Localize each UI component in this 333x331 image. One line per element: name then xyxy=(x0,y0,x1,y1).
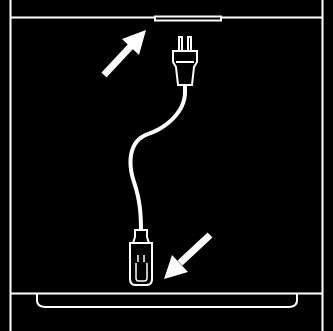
device-outline xyxy=(10,0,323,331)
power-port-slot xyxy=(155,17,221,21)
connector-icon xyxy=(130,230,152,285)
plug-icon xyxy=(173,37,197,85)
arrow-to-connector-icon xyxy=(164,235,210,279)
power-cable xyxy=(131,86,185,230)
device-bottom-tray xyxy=(37,293,297,307)
arrow-to-port-icon xyxy=(104,30,146,75)
